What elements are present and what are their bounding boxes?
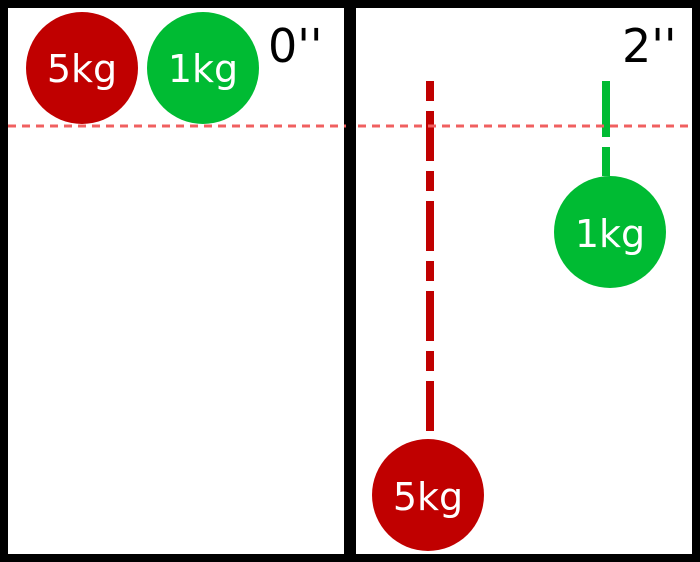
ball-5kg-start-label: 5kg: [47, 47, 117, 91]
ball-5kg-end-label: 5kg: [393, 475, 463, 519]
ball-1kg-end-label: 1kg: [575, 212, 645, 256]
panel-left: 5kg 1kg 0'': [26, 12, 323, 124]
ball-5kg-end: [372, 439, 484, 551]
ball-1kg-start: [147, 12, 259, 124]
ball-5kg-start: [26, 12, 138, 124]
ball-1kg-start-label: 1kg: [168, 47, 238, 91]
ball-1kg-end: [554, 176, 666, 288]
time-label-left: 0'': [268, 19, 323, 73]
time-label-right: 2'': [622, 19, 677, 73]
panel-right: 5kg 1kg 2'': [372, 19, 677, 551]
